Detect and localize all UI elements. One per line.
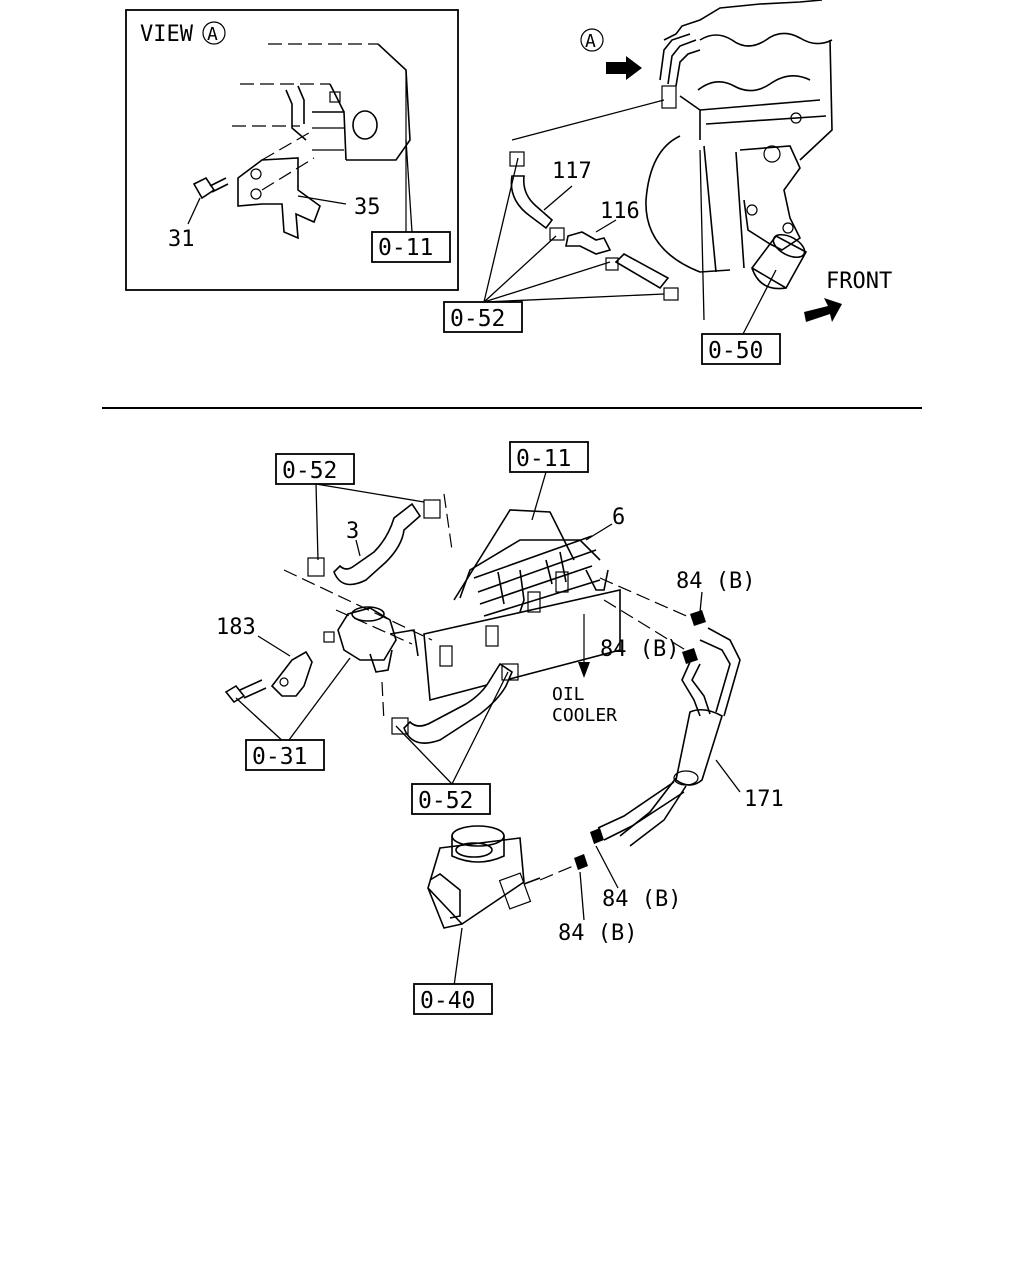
- engine-top-right: A: [443, 0, 892, 365]
- pipe-6: [473, 535, 609, 617]
- label-171: 171: [744, 787, 784, 812]
- ref-box-0-52-top: 0-52: [450, 306, 505, 332]
- ref-box-0-11-view: 0-11: [378, 235, 433, 261]
- view-marker: A: [207, 24, 218, 45]
- manifold-block: [423, 509, 621, 702]
- ref-box-0-40: 0-40: [420, 988, 475, 1014]
- hose-117: [509, 151, 554, 230]
- oil-filter: [750, 233, 808, 290]
- ref-box-0-31: 0-31: [252, 744, 307, 770]
- ref-box-0-52-upper: 0-52: [282, 458, 337, 484]
- bolt-lower: [224, 679, 267, 704]
- hose-3: [307, 499, 441, 586]
- label-84b-b: 84 (B): [600, 637, 679, 662]
- heater-unit: [427, 825, 541, 929]
- label-31: 31: [168, 227, 195, 252]
- label-117: 117: [552, 159, 592, 184]
- label-front: FRONT: [826, 269, 892, 294]
- label-3: 3: [346, 519, 359, 544]
- label-116: 116: [600, 199, 640, 224]
- hose-116: [549, 227, 679, 301]
- bolt-31: [192, 176, 229, 200]
- bracket-183: [270, 650, 313, 697]
- bracket-35: [237, 129, 321, 240]
- marker-a: A: [585, 31, 596, 52]
- view-a-panel: VIEW A 35: [125, 9, 459, 291]
- view-title: VIEW: [140, 22, 194, 47]
- label-183: 183: [216, 615, 256, 640]
- label-cooler: COOLER: [552, 705, 617, 726]
- ref-box-0-11-lower: 0-11: [516, 446, 571, 472]
- cylinder-head-sketch: [232, 43, 411, 236]
- thermostat-housing: [323, 606, 419, 673]
- lower-hose: [391, 662, 519, 744]
- hose-171: [597, 627, 741, 847]
- ref-box-0-52-lower: 0-52: [418, 788, 473, 814]
- ref-box-0-50: 0-50: [708, 338, 763, 364]
- oil-cooler-arrow: [578, 662, 590, 678]
- label-6: 6: [612, 505, 625, 530]
- bottom-assembly: 0-52 0-11 3: [216, 441, 784, 1015]
- front-arrow: [804, 298, 842, 322]
- label-35: 35: [354, 195, 381, 220]
- label-oil: OIL: [552, 684, 585, 705]
- label-84b-a: 84 (B): [676, 569, 755, 594]
- label-84b-d: 84 (B): [558, 921, 637, 946]
- label-84b-c: 84 (B): [602, 887, 681, 912]
- view-a-arrow: [606, 56, 642, 80]
